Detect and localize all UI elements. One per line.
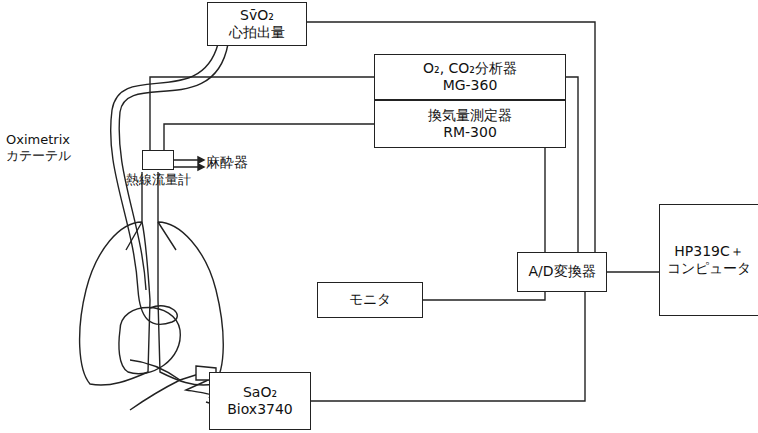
- signal-line: [150, 77, 374, 150]
- signal-line: [566, 77, 578, 252]
- monitor-box: モニタ: [317, 282, 423, 318]
- node-text: A/D変換器: [528, 263, 595, 281]
- node-text: 心拍出量: [229, 24, 285, 42]
- catheter: [111, 44, 218, 324]
- node-text: MG-360: [443, 77, 498, 95]
- oximeter-box: SaO₂Biox3740: [209, 372, 311, 430]
- signal-line: [544, 148, 545, 252]
- node-text: モニタ: [349, 291, 391, 309]
- signal-line: [607, 271, 659, 272]
- right-lung: [158, 222, 223, 385]
- signal-line: [307, 22, 595, 252]
- ventilation-box: 換気量測定器RM-300: [374, 100, 566, 148]
- node-text: SaO₂: [243, 384, 277, 402]
- node-text: 熱線流量計: [126, 172, 191, 188]
- text-label: 麻酔器: [206, 154, 248, 171]
- flowmeter: 熱線流量計: [118, 150, 198, 192]
- monitor-box: Sv̄O₂心拍出量: [207, 2, 307, 46]
- node-text: O₂, CO₂分析器: [423, 60, 517, 78]
- arrowhead: [198, 157, 204, 170]
- node-text: Sv̄O₂: [240, 7, 274, 25]
- signal-line: [423, 292, 545, 300]
- node-text: コンピュータ: [667, 260, 751, 278]
- gas-line: [174, 160, 198, 167]
- ad-converter-box: A/D変換器: [517, 252, 607, 292]
- analyzer-box: O₂, CO₂分析器MG-360: [374, 54, 566, 100]
- text-label: Oximetrix カテーテル: [6, 132, 82, 163]
- hand: [130, 360, 220, 410]
- computer-box: HP319C＋コンピュータ: [659, 204, 758, 316]
- node-text: 換気量測定器: [428, 107, 512, 125]
- flowmeter-body: [142, 150, 174, 170]
- bronchi: [126, 222, 176, 250]
- node-text: HP319C＋: [674, 243, 743, 261]
- node-text: RM-300: [443, 124, 497, 142]
- node-text: Biox3740: [227, 401, 293, 419]
- signal-line: [164, 124, 374, 150]
